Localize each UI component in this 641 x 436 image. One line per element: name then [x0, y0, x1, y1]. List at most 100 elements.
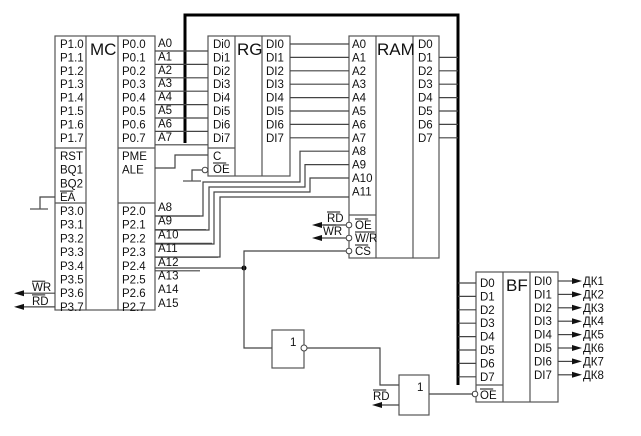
ram-ctrl-W/R: W/R — [355, 233, 377, 245]
rg-pin-Di7: Di7 — [213, 133, 230, 145]
ram-ctrl-CS: CS — [355, 246, 371, 258]
mc-pin-P0.2: P0.2 — [122, 66, 146, 78]
ram-data-D2: D2 — [418, 66, 433, 78]
rg-title: RG — [237, 40, 263, 59]
mc-pin-ALE: ALE — [122, 165, 144, 177]
addr-label-A15: A15 — [158, 298, 178, 310]
bf-out-DI7: DI7 — [534, 370, 552, 382]
wire-A12-not — [243, 268, 272, 349]
mc-pin-P3.7: P3.7 — [60, 302, 84, 314]
addr-label-A14: A14 — [158, 284, 179, 296]
ram-data-D1: D1 — [418, 52, 433, 64]
ram-wr-label: WR — [323, 226, 342, 238]
bf-out-label-6: ДК7 — [583, 356, 604, 368]
mc-pin-RST: RST — [60, 151, 83, 163]
addr-label-A2: A2 — [158, 65, 172, 77]
addr-label-A12: A12 — [158, 257, 178, 269]
rg-out-DI2: DI2 — [266, 66, 284, 78]
or-gate-label: 1 — [417, 382, 423, 394]
mc-pin-P3.4: P3.4 — [60, 261, 84, 273]
bf-out-arrow-3 — [572, 318, 582, 325]
bf-out-DI0: DI0 — [534, 276, 552, 288]
bf-pin-D1: D1 — [480, 291, 495, 303]
addr-label-A13: A13 — [158, 271, 178, 283]
mc-title: MC — [90, 40, 116, 59]
bf-out-label-2: ДК3 — [583, 303, 604, 315]
ram-ctrl-bubble-1 — [345, 234, 353, 242]
addr-label-A9: A9 — [158, 216, 172, 228]
rg-out-DI4: DI4 — [266, 93, 285, 105]
ram-title: RAM — [377, 40, 415, 59]
wire-A11 — [155, 196, 349, 258]
mc-pin-P2.6: P2.6 — [122, 288, 146, 300]
mc-pin-P3.5: P3.5 — [60, 275, 84, 287]
bf-pin-D3: D3 — [480, 318, 495, 330]
mc-pin-P0.7: P0.7 — [122, 133, 146, 145]
rg-pin-Di4: Di4 — [213, 93, 231, 105]
ram-data-D7: D7 — [418, 133, 433, 145]
mc-pin-P2.4: P2.4 — [122, 261, 146, 273]
mc-pin-P2.5: P2.5 — [122, 275, 146, 287]
wire-not-or — [307, 347, 399, 386]
ram-ctrl-bubble-0 — [345, 221, 353, 229]
ram-ctrl-bubble-2 — [345, 247, 353, 255]
ram-pin-A7: A7 — [352, 133, 366, 145]
mc-pin-P0.6: P0.6 — [122, 119, 146, 131]
rg-out-DI5: DI5 — [266, 106, 284, 118]
rg-chip: RG Di0Di1Di2Di3Di4Di5Di6Di7DI0DI1DI2DI3D… — [201, 35, 291, 177]
addr-label-A4: A4 — [158, 92, 173, 104]
mc-pin-P0.0: P0.0 — [122, 39, 146, 51]
mc-pin-P2.1: P2.1 — [122, 220, 146, 232]
bf-out-arrow-5 — [572, 345, 582, 351]
addr-label-A3: A3 — [158, 78, 172, 90]
ram-pin-A6: A6 — [352, 119, 366, 131]
bf-out-arrow-0 — [572, 278, 582, 284]
mc-pin-P1.3: P1.3 — [60, 79, 84, 91]
bf-pin-D7: D7 — [480, 372, 495, 384]
bf-out-DI2: DI2 — [534, 303, 552, 315]
mc-pin-P3.2: P3.2 — [60, 233, 84, 245]
ram-rd-arrow — [312, 222, 322, 228]
ram-pin-A8: A8 — [352, 146, 366, 158]
mc-pin-P2.3: P2.3 — [122, 247, 146, 259]
bf-out-DI5: DI5 — [534, 343, 552, 355]
ram-pin-A9: A9 — [352, 160, 366, 172]
mc-rd-arrow — [14, 303, 24, 310]
rg-pin-Di2: Di2 — [213, 66, 230, 78]
bf-pin-OE: OE — [480, 390, 497, 402]
bf-out-DI6: DI6 — [534, 356, 552, 368]
mc-pin-P0.3: P0.3 — [122, 79, 146, 91]
not-gate: 1 — [271, 329, 308, 369]
ram-wr-arrow — [312, 235, 322, 241]
or-rd-label: RD — [373, 391, 390, 403]
ram-pin-A2: A2 — [352, 66, 366, 78]
rg-pin-OE: OE — [213, 164, 230, 176]
addr-label-A6: A6 — [158, 118, 172, 130]
mc-pin-P0.5: P0.5 — [122, 106, 146, 118]
bf-out-arrow-6 — [572, 358, 582, 365]
wire-A12-cs — [243, 250, 346, 268]
addr-label-A11: A11 — [158, 243, 178, 255]
addr-label-A7: A7 — [158, 132, 172, 144]
bf-out-label-0: ДК1 — [583, 276, 604, 288]
mc-wr-arrow — [14, 290, 24, 297]
ram-ctrl-OE: OE — [355, 220, 372, 232]
addr-label-A5: A5 — [158, 105, 172, 117]
ram-pin-A10: A10 — [352, 173, 372, 185]
bf-out-DI1: DI1 — [534, 289, 552, 301]
mc-pin-PME: PME — [122, 151, 147, 163]
rg-pin-Di3: Di3 — [213, 79, 230, 91]
bf-pin-D4: D4 — [480, 332, 495, 344]
rg-out-DI0: DI0 — [266, 39, 284, 51]
wire-A9 — [155, 164, 349, 231]
bf-out-DI4: DI4 — [534, 330, 553, 342]
mc-pin-P2.7: P2.7 — [122, 302, 146, 314]
mc-chip: MC P1.0P1.1P1.2P1.3P1.4P1.5P1.6P1.7RSTBQ… — [54, 35, 156, 314]
rg-out-DI7: DI7 — [266, 133, 284, 145]
mc-pin-P0.1: P0.1 — [122, 52, 146, 64]
bf-out-label-4: ДК5 — [583, 330, 604, 342]
addr-label-A8: A8 — [158, 202, 172, 214]
rg-out-DI1: DI1 — [266, 52, 284, 64]
mc-pin-P3.0: P3.0 — [60, 206, 84, 218]
wire-A8 — [155, 150, 349, 217]
